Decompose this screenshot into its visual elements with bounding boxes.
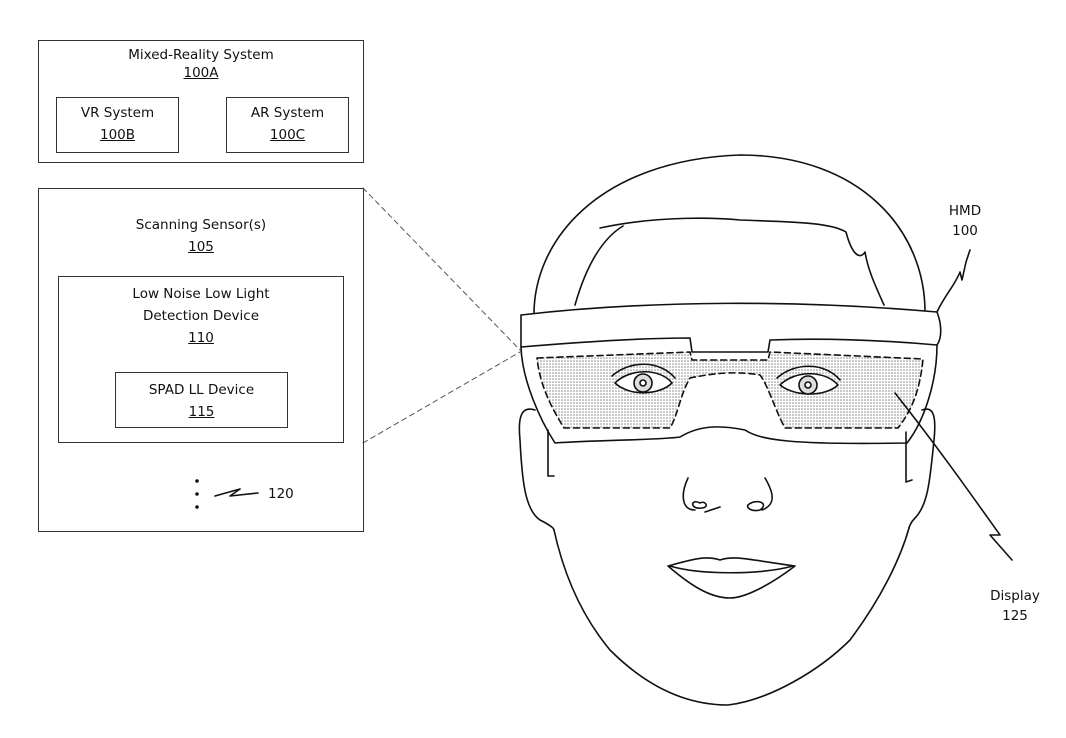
spad-device-box xyxy=(115,372,288,428)
display-label: Display xyxy=(990,588,1040,604)
ref-120-label: 120 xyxy=(268,486,294,502)
display-ref: 125 xyxy=(1002,608,1028,624)
hmd-label: HMD xyxy=(948,203,982,219)
callout-lines xyxy=(362,187,521,444)
ar-system-box xyxy=(226,97,349,153)
lnll-title-line2: Detection Device xyxy=(142,308,260,324)
headband xyxy=(520,302,942,353)
vr-system-ref: 100B xyxy=(99,127,136,143)
head-outline xyxy=(533,154,926,319)
right-ear xyxy=(908,408,936,529)
mixed-reality-title: Mixed-Reality System xyxy=(128,47,274,63)
nose xyxy=(682,477,773,513)
ref-120-leader xyxy=(214,488,259,497)
mouth xyxy=(667,557,796,599)
lnll-device-box xyxy=(58,276,344,443)
hmd-leader xyxy=(936,249,971,313)
mixed-reality-system-box xyxy=(38,40,364,163)
vr-system-box xyxy=(56,97,179,153)
face-outline xyxy=(553,527,910,706)
display-area xyxy=(536,351,924,429)
spad-title: SPAD LL Device xyxy=(148,382,255,398)
ar-system-title: AR System xyxy=(250,105,325,121)
mixed-reality-ref: 100A xyxy=(183,65,219,81)
left-ear xyxy=(518,408,555,531)
display-leader xyxy=(894,392,1013,561)
vr-system-title: VR System xyxy=(80,105,155,121)
scanning-sensors-box xyxy=(38,188,364,532)
lnll-title-line1: Low Noise Low Light xyxy=(132,286,270,302)
scanning-sensors-title: Scanning Sensor(s) xyxy=(135,217,267,233)
left-eye xyxy=(611,363,676,394)
visor xyxy=(520,344,938,445)
lnll-ref: 110 xyxy=(188,330,214,346)
spad-ref: 115 xyxy=(188,404,215,420)
ar-system-ref: 100C xyxy=(269,127,306,143)
hair-line xyxy=(599,217,885,306)
hmd-ref: 100 xyxy=(952,223,978,239)
right-eye xyxy=(776,365,841,395)
scanning-sensors-ref: 105 xyxy=(188,239,214,255)
